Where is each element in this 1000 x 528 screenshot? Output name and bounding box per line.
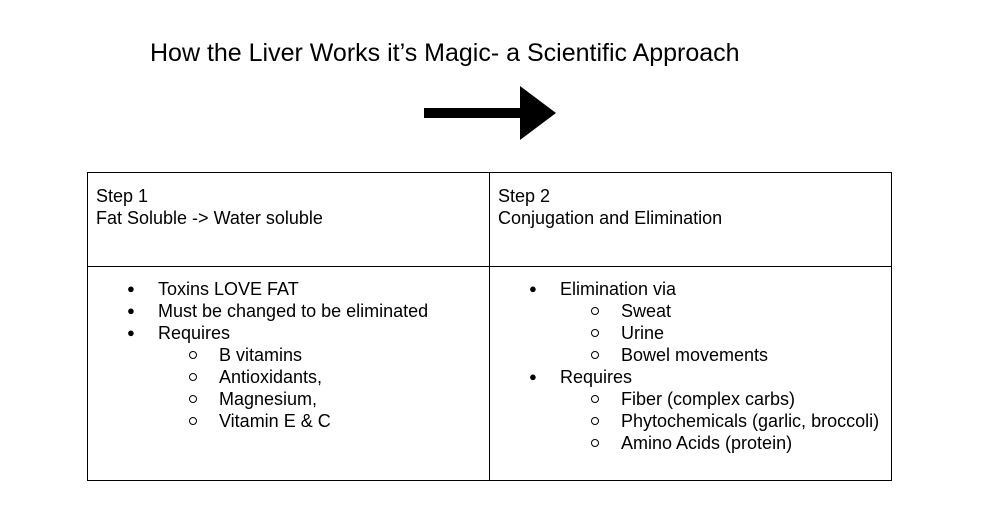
sub-list-item: Sweat: [591, 300, 883, 322]
step1-subheading: Fat Soluble -> Water soluble: [96, 208, 323, 228]
sub-list-item: Fiber (complex carbs): [591, 388, 883, 410]
step1-bullet-list: Toxins LOVE FAT Must be changed to be el…: [96, 278, 481, 432]
step1-header-cell: Step 1 Fat Soluble -> Water soluble: [87, 172, 490, 267]
sub-list-item: Phytochemicals (garlic, broccoli): [591, 410, 883, 432]
step2-header-cell: Step 2 Conjugation and Elimination: [489, 172, 892, 267]
right-arrow-icon: [424, 86, 556, 140]
step2-bullet-elimination: Elimination via: [529, 278, 883, 300]
steps-table: Step 1 Fat Soluble -> Water soluble Step…: [87, 172, 892, 481]
sub-list-item: Vitamin E & C: [189, 410, 481, 432]
sub-list-item: Antioxidants,: [189, 366, 481, 388]
step1-bullet-changed: Must be changed to be eliminated: [127, 300, 481, 322]
step2-subheading: Conjugation and Elimination: [498, 208, 723, 228]
step2-bullet-requires: Requires: [529, 366, 883, 388]
list-item: Requires Fiber (complex carbs) Phytochem…: [529, 366, 883, 454]
step2-bullet-list: Elimination via Sweat Urine Bowel moveme…: [498, 278, 883, 454]
page-title: How the Liver Works it’s Magic- a Scient…: [150, 39, 740, 67]
step2-heading: Step 2: [498, 186, 551, 206]
list-item: Requires B vitamins Antioxidants, Magnes…: [127, 322, 481, 432]
step1-heading: Step 1: [96, 186, 149, 206]
step2-requires-sublist: Fiber (complex carbs) Phytochemicals (ga…: [560, 388, 883, 454]
arrow-head: [520, 86, 556, 140]
step2-body-cell: Elimination via Sweat Urine Bowel moveme…: [489, 266, 892, 481]
sub-list-item: Bowel movements: [591, 344, 883, 366]
sub-list-item: B vitamins: [189, 344, 481, 366]
step1-requires-sublist: B vitamins Antioxidants, Magnesium, Vita…: [158, 344, 481, 432]
list-item: Elimination via Sweat Urine Bowel moveme…: [529, 278, 883, 366]
sub-list-item: Magnesium,: [189, 388, 481, 410]
step1-body-cell: Toxins LOVE FAT Must be changed to be el…: [87, 266, 490, 481]
step1-bullet-toxins: Toxins LOVE FAT: [127, 278, 481, 300]
arrow-shaft: [424, 108, 524, 118]
sub-list-item: Amino Acids (protein): [591, 432, 883, 454]
list-item: Toxins LOVE FAT: [127, 278, 481, 300]
step2-elimination-sublist: Sweat Urine Bowel movements: [560, 300, 883, 366]
table-body-row: Toxins LOVE FAT Must be changed to be el…: [87, 266, 892, 481]
list-item: Must be changed to be eliminated: [127, 300, 481, 322]
sub-list-item: Urine: [591, 322, 883, 344]
table-header-row: Step 1 Fat Soluble -> Water soluble Step…: [87, 172, 892, 267]
step1-bullet-requires: Requires: [127, 322, 481, 344]
